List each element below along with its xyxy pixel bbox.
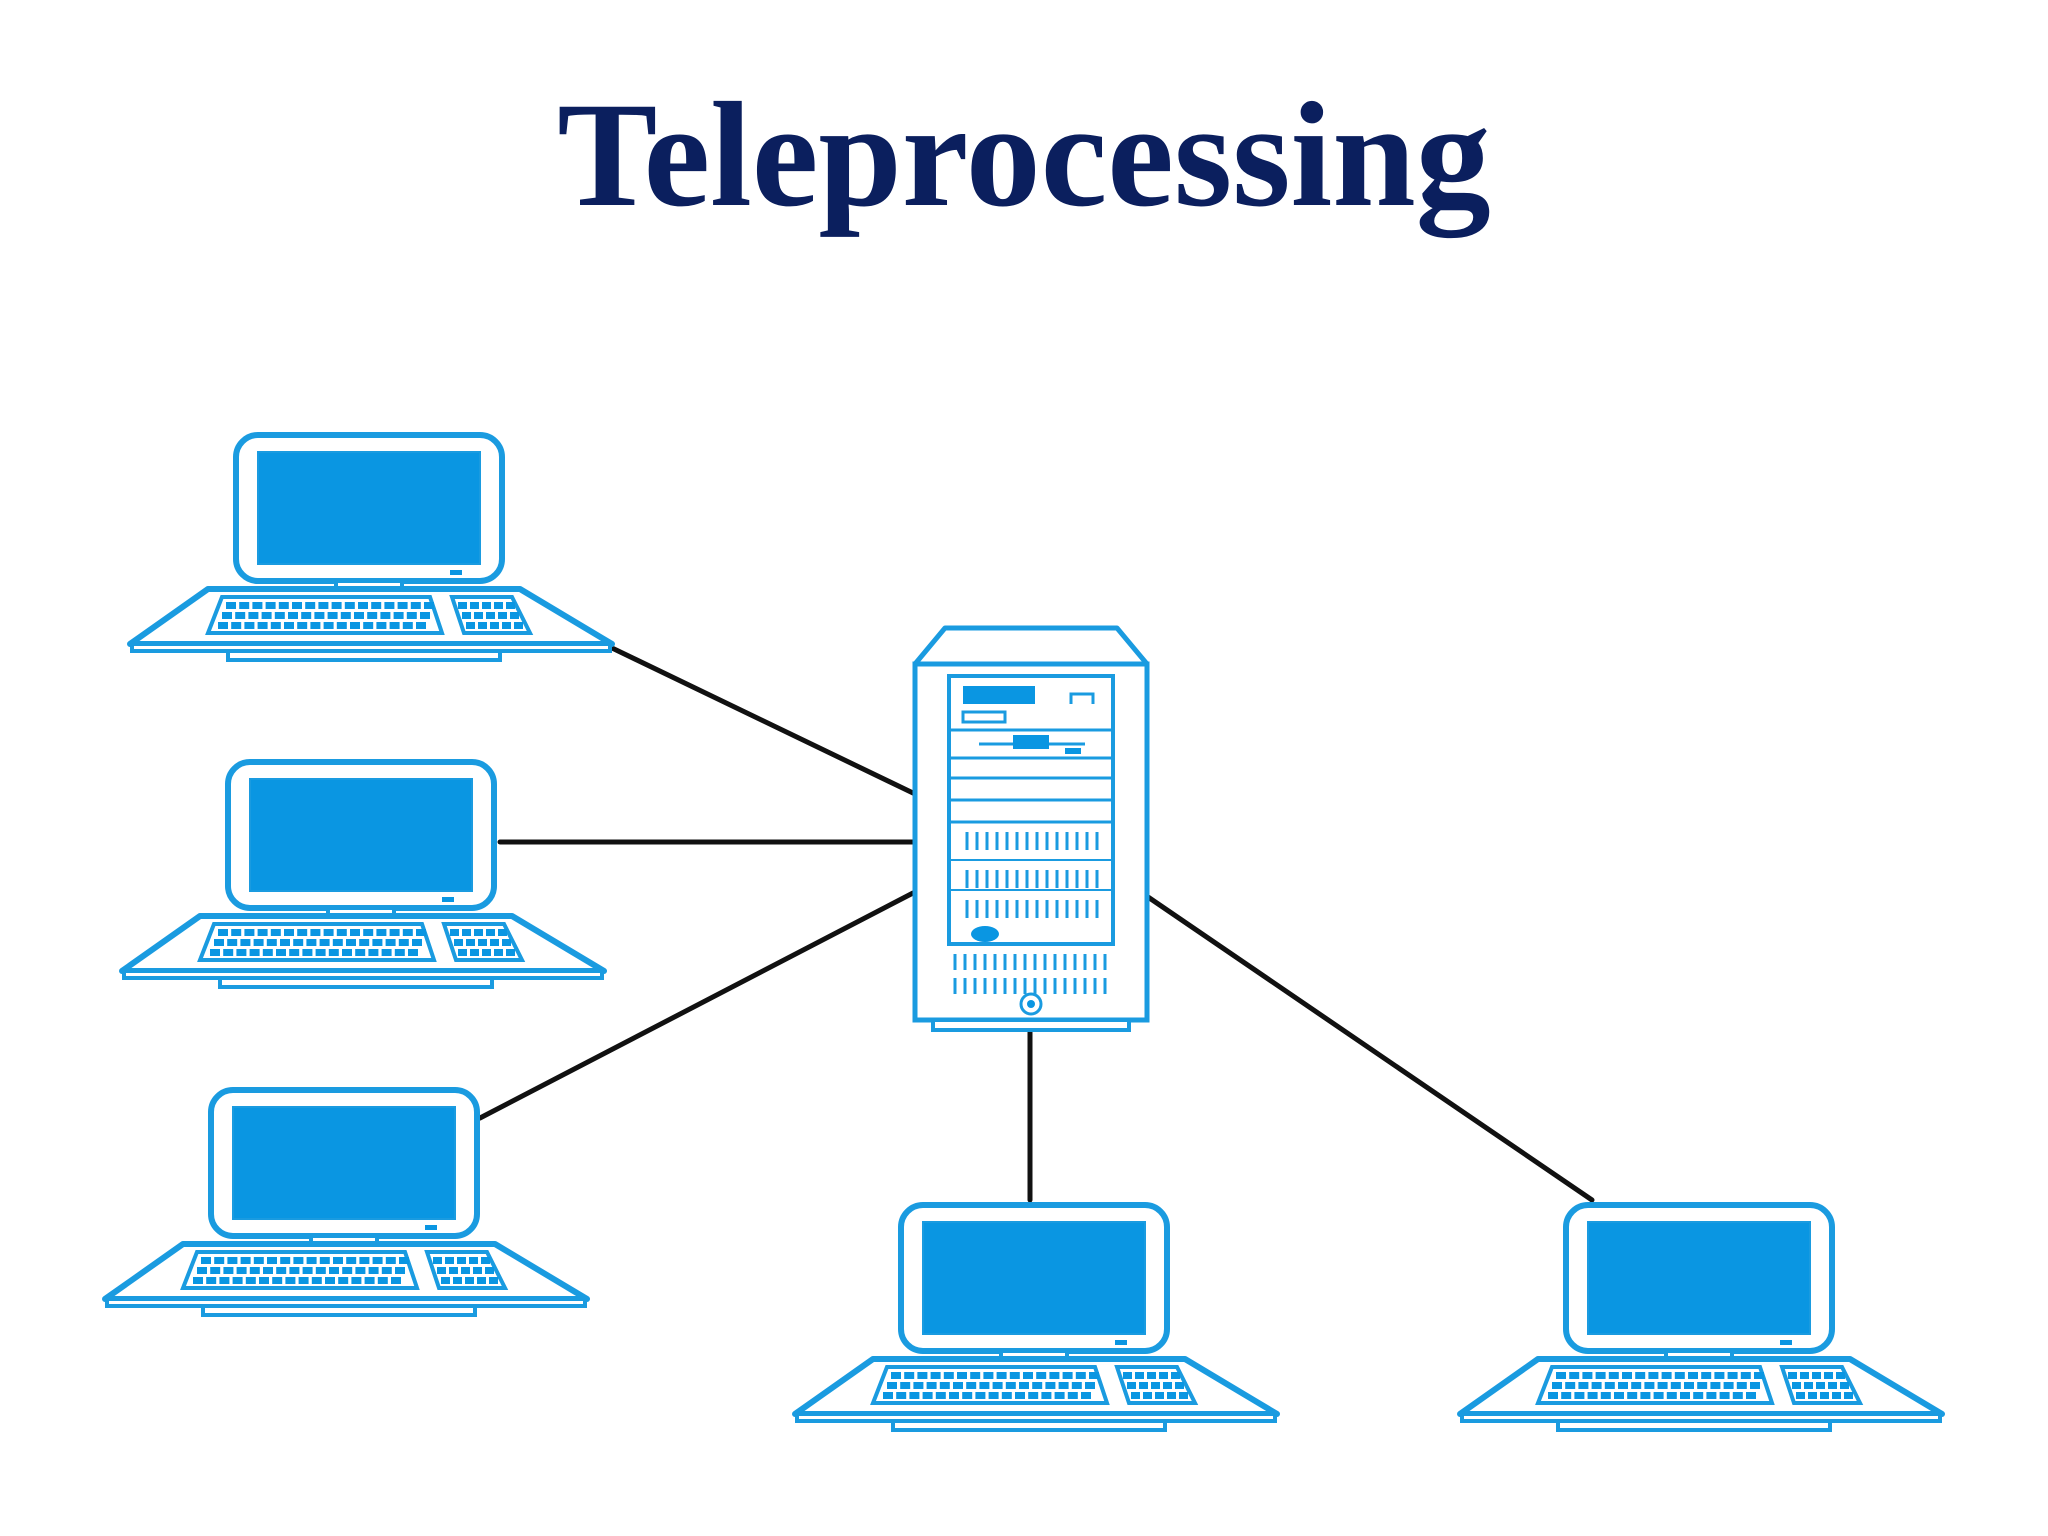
monitor-screen — [232, 1106, 456, 1220]
computer-terminal-icon-2 — [119, 759, 607, 989]
keypad-icon — [449, 595, 534, 635]
keyboard-icon — [870, 1365, 1110, 1405]
monitor-screen — [922, 1221, 1146, 1335]
server-tower-icon — [912, 625, 1150, 1032]
server-button — [971, 926, 999, 942]
tray-base — [226, 649, 502, 662]
computer-terminal-icon-3 — [102, 1087, 590, 1317]
monitor-screen — [249, 778, 473, 892]
page-title: Teleprocessing — [557, 72, 1491, 238]
connection-line-terminal-5 — [1145, 894, 1595, 1203]
keyboard-icon — [197, 922, 437, 962]
power-light — [425, 1225, 437, 1230]
tray-base — [891, 1419, 1167, 1432]
tray-base — [201, 1304, 477, 1317]
keyboard-icon — [1535, 1365, 1775, 1405]
keyboard-icon — [205, 595, 445, 635]
computer-terminal-icon-4 — [792, 1202, 1280, 1432]
keyboard-icon — [180, 1250, 420, 1290]
connection-line-terminal-1 — [609, 645, 916, 796]
computer-terminal-icon-5 — [1457, 1202, 1945, 1432]
monitor-screen — [1587, 1221, 1811, 1335]
computer-terminal-icon-1 — [127, 432, 615, 662]
keypad-icon — [424, 1250, 509, 1290]
connections — [477, 645, 1595, 1203]
keypad-icon — [441, 922, 526, 962]
connection-line-terminal-3 — [477, 890, 916, 1121]
power-light — [450, 570, 462, 575]
power-light — [1115, 1340, 1127, 1345]
server-base — [931, 1018, 1131, 1032]
power-light — [442, 897, 454, 902]
keypad-icon — [1779, 1365, 1864, 1405]
monitor-screen — [257, 451, 481, 565]
keypad-icon — [1114, 1365, 1199, 1405]
tray-base — [218, 976, 494, 989]
power-light — [1780, 1340, 1792, 1345]
tray-base — [1556, 1419, 1832, 1432]
